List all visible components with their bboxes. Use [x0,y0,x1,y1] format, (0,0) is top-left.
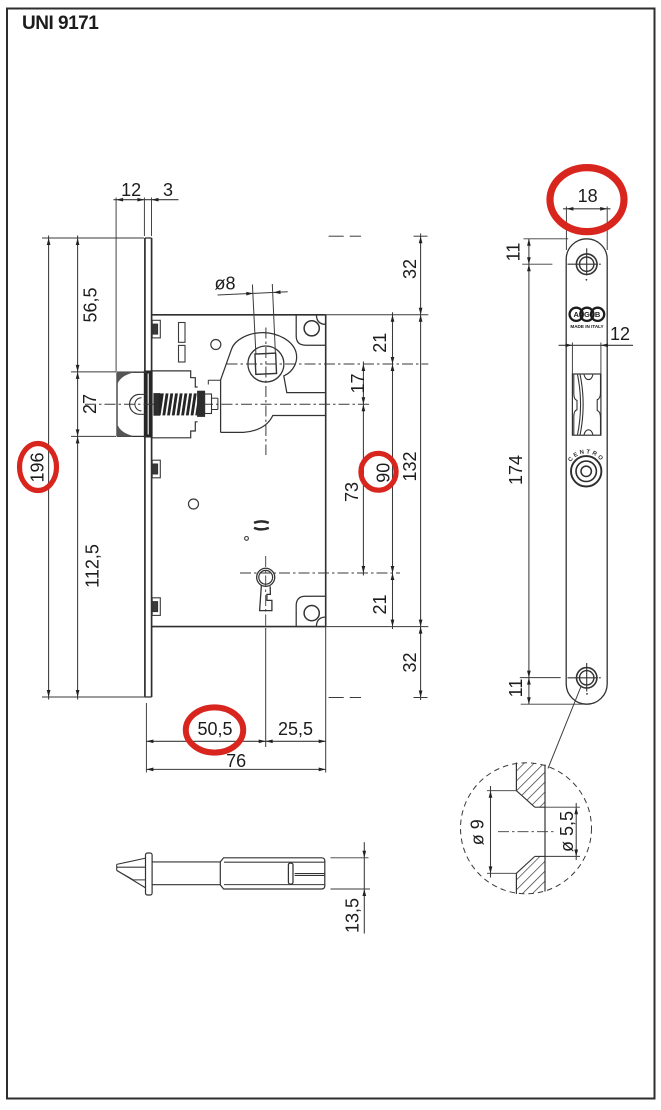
svg-text:50,5: 50,5 [197,719,232,739]
svg-text:73: 73 [342,482,362,502]
svg-text:27: 27 [80,394,100,414]
svg-text:21: 21 [370,594,390,614]
svg-text:132: 132 [400,451,420,481]
svg-text:56,5: 56,5 [81,287,101,322]
svg-text:B: B [595,310,601,319]
svg-text:18: 18 [578,186,598,206]
svg-text:32: 32 [400,652,420,672]
svg-text:32: 32 [400,259,420,279]
svg-text:ø8: ø8 [214,274,235,294]
svg-text:MADE IN ITALY: MADE IN ITALY [570,324,603,329]
svg-text:196: 196 [28,452,48,482]
svg-text:174: 174 [506,455,526,485]
svg-text:76: 76 [226,751,246,771]
svg-text:11: 11 [506,679,526,698]
svg-text:A: A [573,310,579,319]
svg-text:21: 21 [370,333,390,353]
svg-text:12: 12 [610,324,630,344]
svg-text:3: 3 [163,180,173,200]
svg-text:12: 12 [121,180,141,200]
svg-text:UNI 9171: UNI 9171 [22,13,99,34]
svg-text:112,5: 112,5 [83,544,103,588]
svg-text:90: 90 [374,463,394,483]
svg-text:ø 9: ø 9 [468,819,488,845]
svg-text:13,5: 13,5 [342,898,362,933]
svg-text:ø 5,5: ø 5,5 [557,811,577,852]
svg-text:G: G [584,310,590,319]
svg-text:17: 17 [348,373,368,393]
svg-text:25,5: 25,5 [278,719,313,739]
svg-text:11: 11 [504,243,524,262]
